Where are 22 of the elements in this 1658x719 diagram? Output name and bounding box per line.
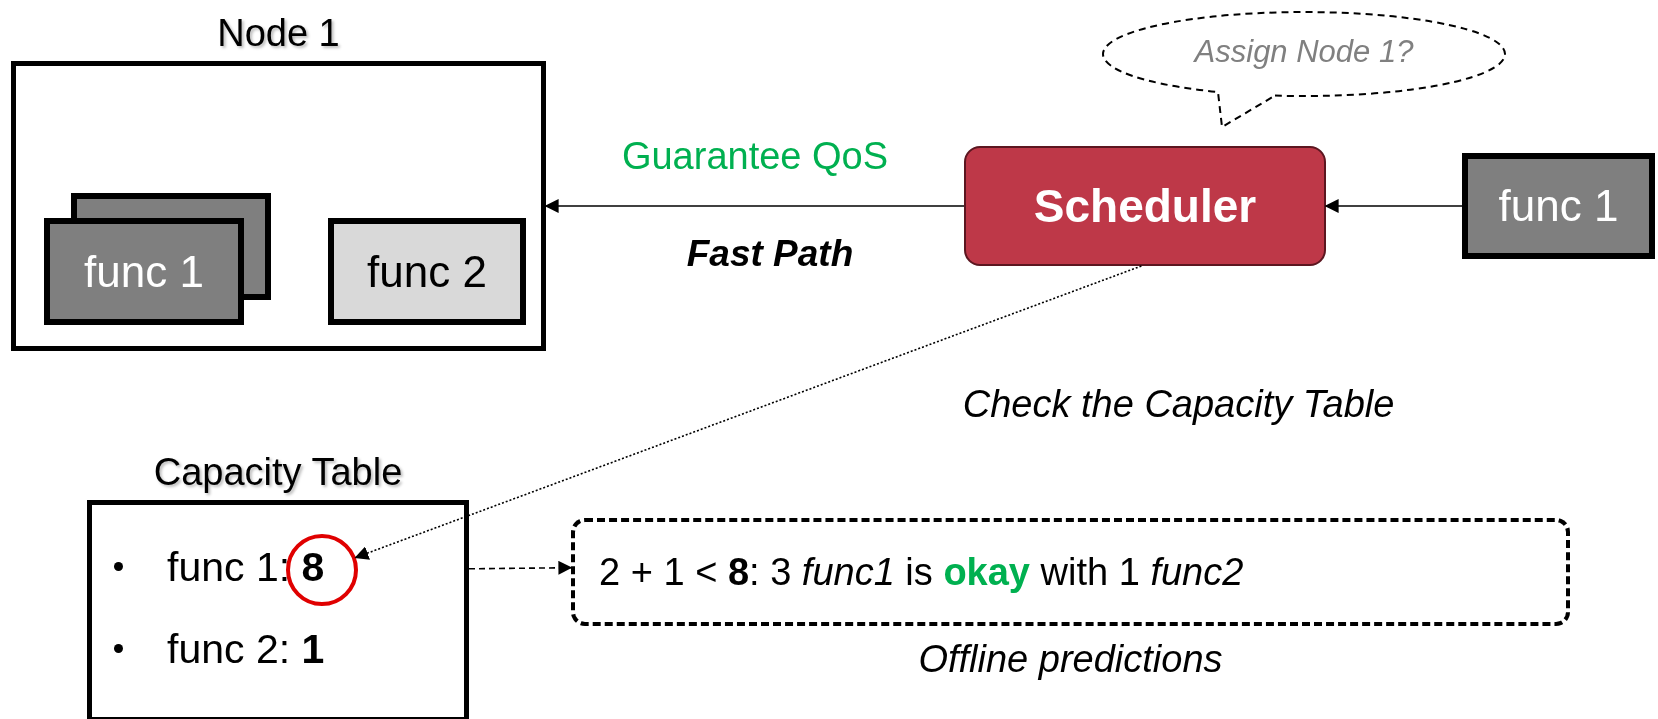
table-row: func 1: 8	[167, 544, 325, 591]
box-label: func 2	[367, 246, 487, 297]
node-title: Node 1	[216, 12, 341, 55]
path-label: Fast Path	[686, 233, 854, 275]
scheduler-box	[964, 146, 1326, 266]
edge-label: Guarantee QoS	[621, 134, 889, 178]
box-label: func 1	[84, 246, 204, 297]
function-box	[44, 218, 244, 325]
function-box	[328, 218, 526, 325]
arrow	[468, 560, 573, 575]
arrow	[544, 199, 965, 213]
arrow	[354, 265, 1143, 560]
box-label: Scheduler	[1033, 179, 1257, 233]
box-label: func 1	[1498, 181, 1619, 231]
edge-label: Check the Capacity Table	[962, 382, 1395, 426]
arrow	[1324, 199, 1463, 213]
node-label: Offline predictions	[917, 638, 1224, 681]
table-row: func 2: 1	[167, 626, 325, 673]
table-title: Capacity Table	[152, 451, 404, 494]
function-box	[1462, 153, 1655, 259]
prediction-text: 2 + 1 < 8: 3 func1 is okay with 1 func2	[599, 550, 1244, 594]
circle	[286, 534, 358, 606]
